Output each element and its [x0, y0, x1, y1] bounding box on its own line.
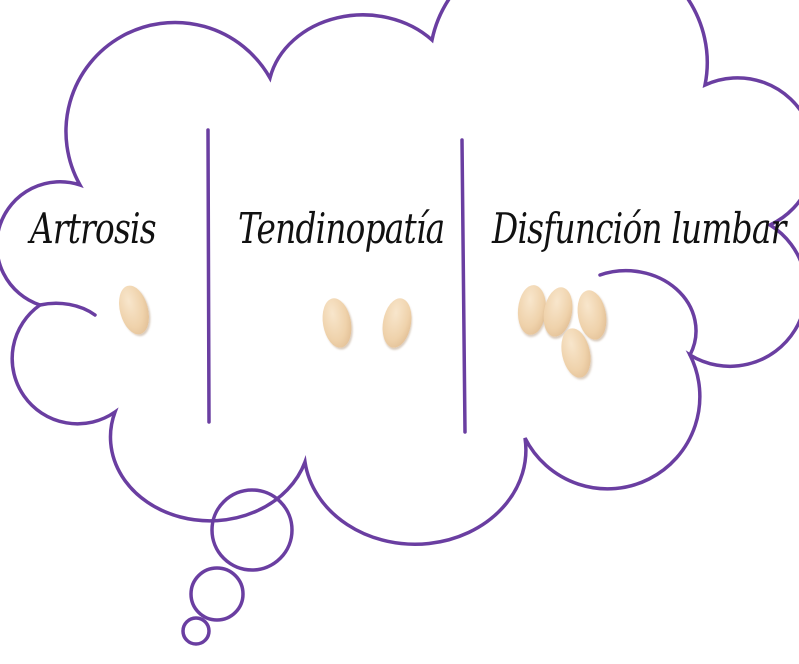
inner-arc [598, 268, 698, 357]
label-artrosis: Artrosis [30, 204, 157, 253]
thought-circle-large [210, 488, 294, 572]
thought-circle-medium [189, 566, 245, 622]
cloud-shape [0, 0, 799, 546]
label-disfuncion-lumbar: Disfunción lumbar [492, 204, 786, 253]
thought-circle-small [181, 616, 211, 646]
divider-2 [460, 138, 467, 434]
inner-arc [38, 301, 97, 317]
label-tendinopatia: Tendinopatía [238, 204, 445, 253]
divider-1 [206, 128, 211, 424]
